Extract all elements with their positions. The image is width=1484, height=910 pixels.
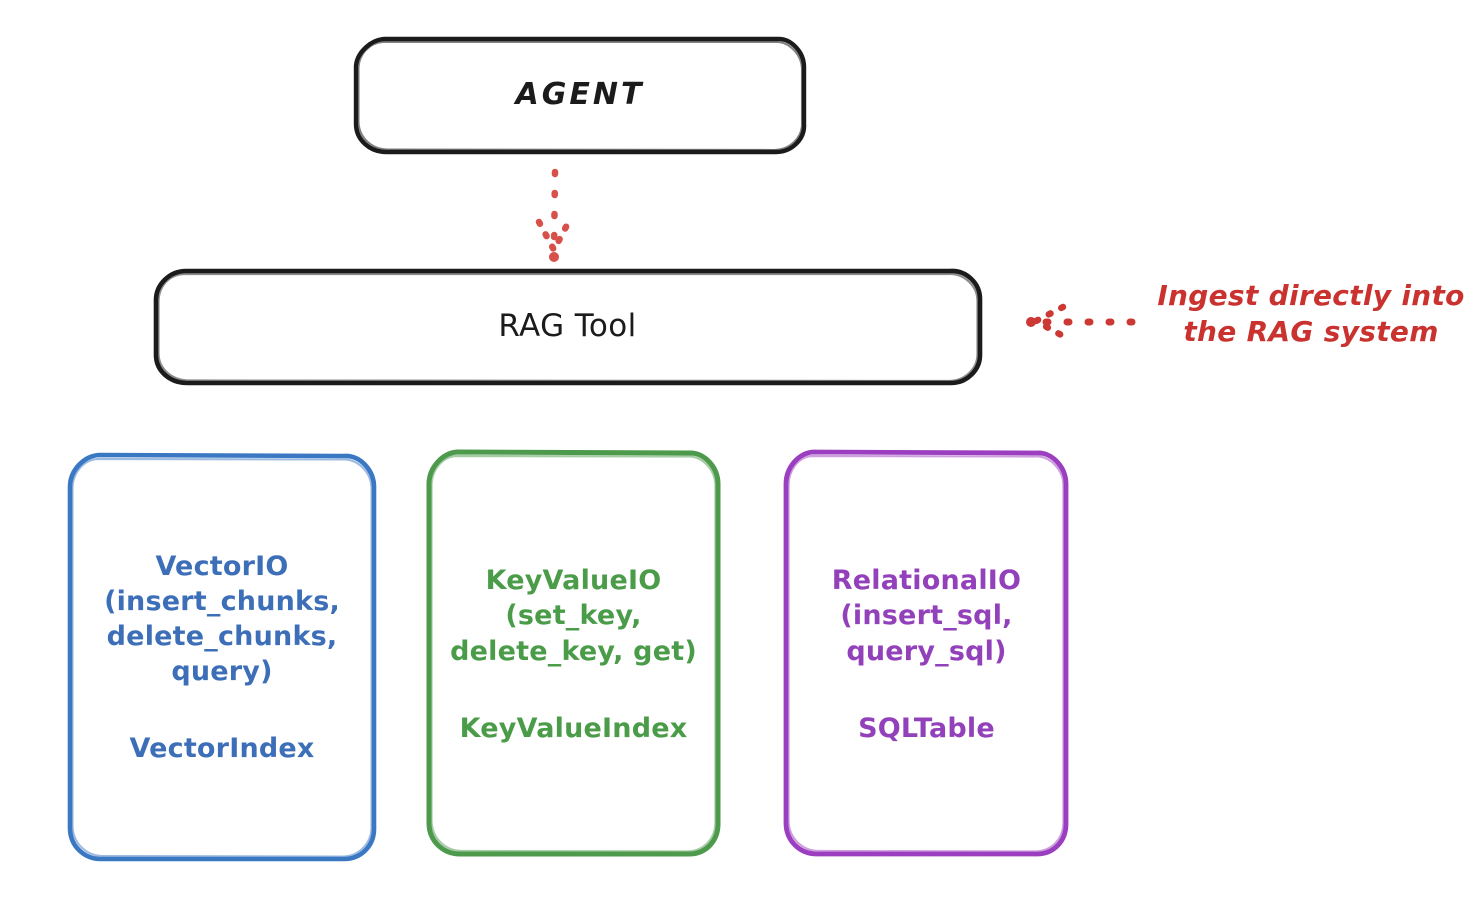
- agent-to-ragtool-arrow: [535, 168, 573, 262]
- vector-io-node: VectorIO (insert_chunks, delete_chunks, …: [78, 455, 366, 860]
- relational-io-node: RelationalIO (insert_sql, query_sql) SQL…: [788, 452, 1065, 857]
- key-value-io-subtitle: KeyValueIndex: [459, 712, 688, 744]
- relational-io-title: RelationalIO (insert_sql, query_sql): [831, 565, 1022, 667]
- relational-io-subtitle: SQLTable: [858, 712, 995, 744]
- vector-io-subtitle: VectorIndex: [129, 733, 315, 765]
- key-value-io-node: KeyValueIO (set_key, delete_key, get) Ke…: [432, 452, 715, 857]
- agent-node-label: AGENT: [515, 76, 645, 112]
- vector-io-title: VectorIO (insert_chunks, delete_chunks, …: [104, 550, 340, 688]
- ingest-note-arrow: [1026, 303, 1136, 340]
- ingest-annotation-text: Ingest directly into the RAG system: [1157, 279, 1465, 349]
- key-value-io-title: KeyValueIO (set_key, delete_key, get): [450, 565, 697, 667]
- rag-tool-node-label: RAG Tool: [498, 307, 637, 344]
